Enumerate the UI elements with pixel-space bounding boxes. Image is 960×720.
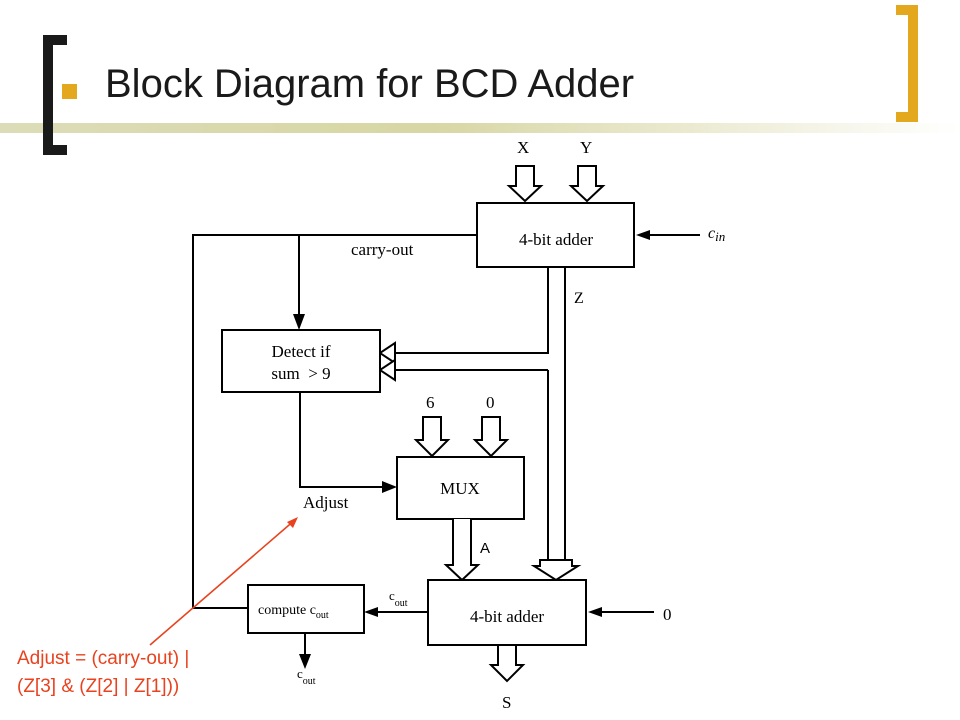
- compute-output-arrowhead: [299, 654, 311, 669]
- mux-six-label: 6: [426, 393, 435, 412]
- detect-label-line2: sum > 9: [271, 364, 330, 383]
- annotation-arrowhead: [287, 517, 298, 528]
- top-adder-label: 4-bit adder: [519, 230, 593, 249]
- six-input-arrow: [413, 416, 451, 458]
- annotation-line1: Adjust = (carry-out) |: [17, 648, 190, 669]
- carry-out-wire: [192, 234, 477, 609]
- a-label: A: [480, 540, 490, 557]
- bottom-adder-label: 4-bit adder: [470, 607, 544, 626]
- s-output-arrow: [488, 644, 526, 683]
- cin-label: cin: [708, 225, 725, 244]
- cout-final-sub: out: [303, 676, 316, 687]
- z-detect-hollow-arrow-1: [378, 341, 396, 365]
- compute-sub: out: [316, 610, 329, 621]
- slide-title: Block Diagram for BCD Adder: [105, 62, 635, 106]
- mux-zero-label: 0: [486, 393, 495, 412]
- a-output-arrow: [443, 519, 481, 582]
- right-bracket: [896, 5, 918, 122]
- carry-to-detect-arrowhead: [293, 314, 305, 330]
- y-label: Y: [580, 138, 592, 157]
- mux-box: [396, 456, 525, 520]
- adjust-label: Adjust: [303, 493, 349, 512]
- z-label: Z: [574, 290, 584, 307]
- left-bracket: [43, 35, 67, 155]
- header-rule: [0, 123, 960, 133]
- zero-input-arrow: [472, 416, 510, 458]
- x-input-arrow: [506, 165, 544, 203]
- detect-label-line1: Detect if: [272, 342, 331, 361]
- annotation-line2: (Z[3] & (Z[2] | Z[1])): [17, 676, 180, 697]
- s-label: S: [502, 693, 511, 712]
- zero-cin-arrowhead: [588, 607, 602, 617]
- cin-sub: in: [715, 229, 725, 244]
- bottom-zero-label: 0: [663, 605, 672, 624]
- cout-mid-sub: out: [395, 598, 408, 609]
- adjust-arrowhead: [382, 481, 397, 493]
- cout-final-label: cout: [297, 666, 316, 687]
- title-bullet: [62, 84, 77, 99]
- carry-out-label: carry-out: [351, 240, 414, 259]
- z-detect-hollow-arrow-2: [378, 358, 396, 382]
- cin-arrowhead: [636, 230, 650, 240]
- z-bottom-hollow-arrow: [530, 559, 582, 582]
- y-input-arrow: [568, 165, 606, 203]
- adjust-annotation: Adjust = (carry-out) | (Z[3] & (Z[2] | Z…: [17, 645, 189, 701]
- cout-mid-label: cout: [389, 588, 408, 609]
- z-wire-to-detect: [395, 267, 549, 354]
- x-label: X: [517, 138, 529, 157]
- adjust-wire: [299, 392, 384, 488]
- mux-label: MUX: [440, 479, 480, 498]
- cout-arrowhead: [364, 607, 378, 617]
- annotation-pointer: [149, 518, 297, 646]
- compute-label: compute cout: [258, 603, 329, 621]
